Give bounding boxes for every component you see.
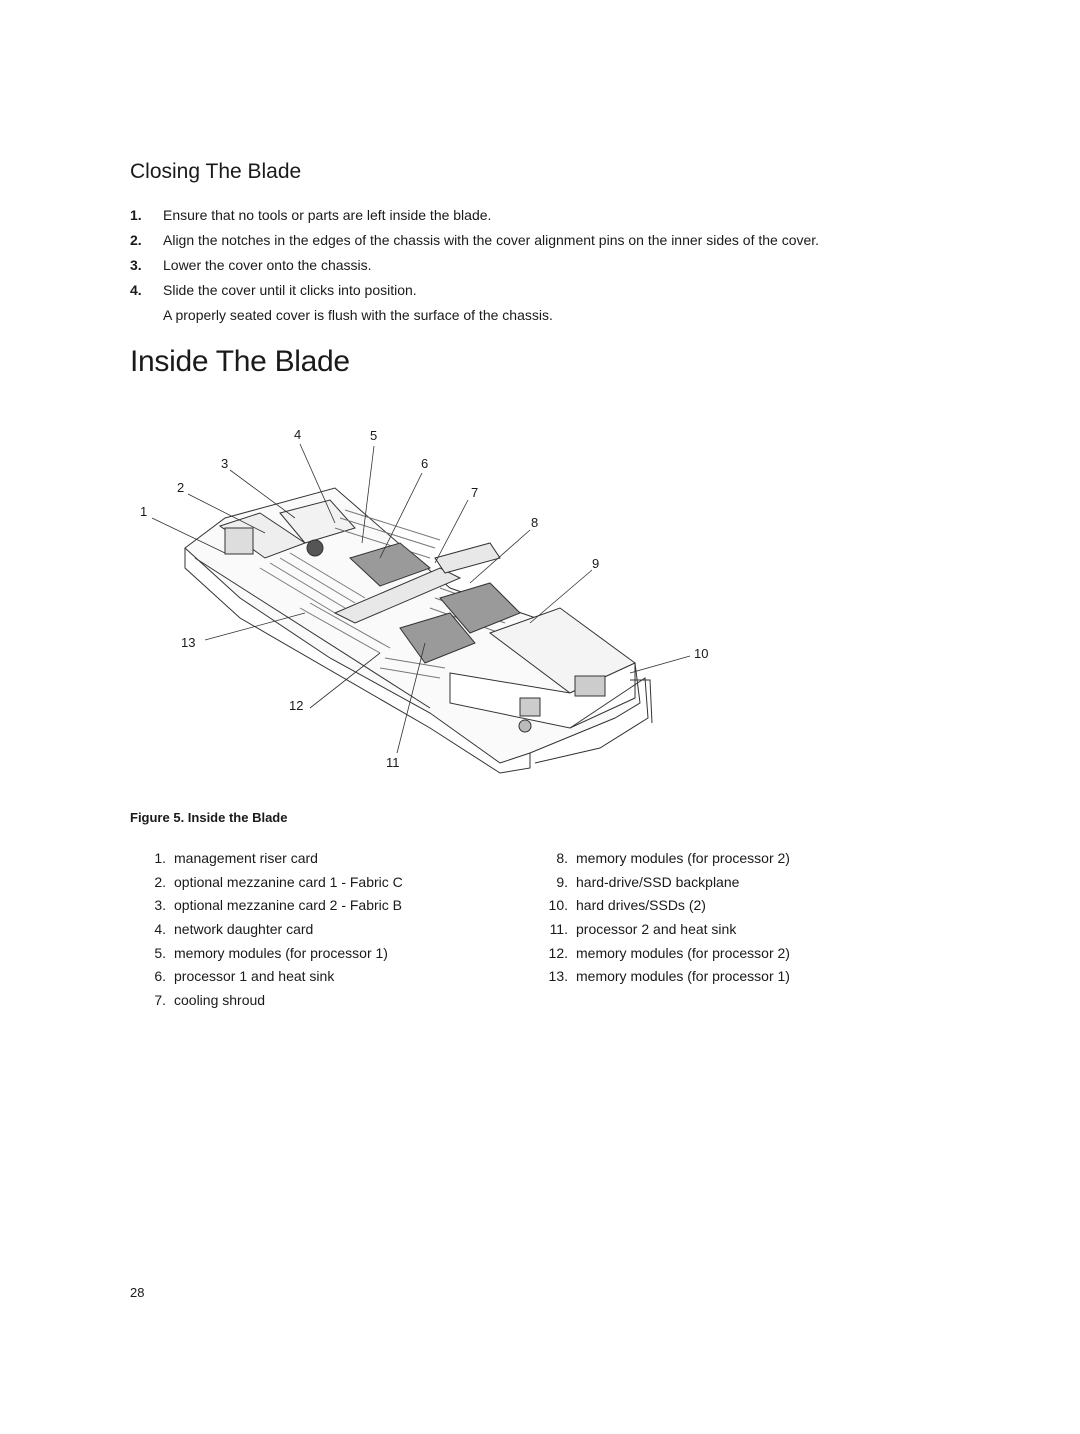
legend-number: 13. (548, 968, 568, 985)
legend-text: cooling shroud (174, 992, 266, 1009)
closing-steps-list: 1. Ensure that no tools or parts are lef… (130, 205, 1010, 330)
legend-item: 12. memory modules (for processor 2) (532, 943, 952, 967)
legend-item: 10. hard drives/SSDs (2) (532, 895, 952, 919)
callout-11: 11 (386, 755, 400, 770)
step-result-note: A properly seated cover is flush with th… (130, 305, 1010, 330)
figure-caption: Figure 5. Inside the Blade (130, 810, 288, 825)
legend-number: 8. (556, 850, 568, 866)
callout-4: 4 (294, 427, 301, 442)
step-item: 3. Lower the cover onto the chassis. (130, 255, 1010, 280)
legend-text: hard-drive/SSD backplane (576, 873, 740, 890)
legend-item: 3. optional mezzanine card 2 - Fabric B (130, 895, 550, 919)
legend-item: 2. optional mezzanine card 1 - Fabric C (130, 872, 550, 896)
blade-illustration: 1 2 3 4 5 6 7 8 9 10 11 12 13 (140, 427, 708, 774)
callout-12: 12 (289, 698, 303, 713)
legend-text: memory modules (for processor 2) (576, 944, 790, 961)
legend-number: 1. (154, 850, 166, 866)
legend-text: hard drives/SSDs (2) (576, 897, 706, 914)
legend-text: processor 2 and heat sink (576, 921, 737, 938)
callout-7: 7 (471, 485, 478, 500)
step-number: 4. (130, 282, 142, 298)
step-number: 3. (130, 257, 142, 273)
step-number: 2. (130, 232, 142, 248)
legend-item: 7. cooling shroud (130, 990, 550, 1014)
legend-number: 5. (154, 944, 166, 961)
blade-interior-figure: 1 2 3 4 5 6 7 8 9 10 11 12 13 (130, 418, 730, 788)
step-text: Align the notches in the edges of the ch… (163, 232, 820, 248)
callout-2: 2 (177, 480, 184, 495)
callout-8: 8 (531, 515, 538, 530)
legend-number: 6. (154, 968, 166, 985)
legend-item: 9. hard-drive/SSD backplane (532, 872, 952, 896)
legend-number: 9. (556, 873, 568, 890)
callout-leaders (151, 443, 691, 754)
callout-3: 3 (221, 456, 228, 471)
legend-text: memory modules (for processor 1) (576, 968, 790, 985)
legend-item: 5. memory modules (for processor 1) (130, 943, 550, 967)
figure-legend-right: 8. memory modules (for processor 2) 9. har… (532, 848, 952, 990)
legend-text: processor 1 and heat sink (174, 968, 335, 985)
step-text: Lower the cover onto the chassis. (163, 257, 372, 273)
legend-item: 8. memory modules (for processor 2) (532, 848, 952, 872)
step-text: Ensure that no tools or parts are left i… (163, 207, 492, 223)
callout-9: 9 (592, 556, 599, 571)
callout-10: 10 (694, 646, 708, 661)
legend-number: 12. (548, 944, 568, 961)
legend-number: 7. (154, 992, 166, 1009)
step-item: 1. Ensure that no tools or parts are lef… (130, 205, 1010, 230)
legend-number: 2. (154, 873, 166, 890)
legend-text: memory modules (for processor 2) (576, 850, 790, 866)
legend-text: optional mezzanine card 1 - Fabric C (174, 873, 403, 890)
legend-item: 4. network daughter card (130, 919, 550, 943)
section-title: Closing The Blade (130, 160, 302, 183)
legend-item: 6. processor 1 and heat sink (130, 966, 550, 990)
step-text: A properly seated cover is flush with th… (163, 307, 553, 323)
legend-number: 10. (548, 897, 568, 914)
legend-number: 3. (154, 897, 166, 914)
step-item: 2. Align the notches in the edges of the… (130, 230, 1010, 255)
legend-text: optional mezzanine card 2 - Fabric B (174, 897, 402, 914)
page-number: 28 (130, 1285, 145, 1300)
callout-13: 13 (181, 635, 195, 650)
legend-text: network daughter card (174, 921, 314, 938)
legend-number: 11. (549, 921, 568, 938)
callout-1: 1 (140, 504, 147, 519)
legend-number: 4. (154, 921, 166, 938)
step-number: 1. (130, 207, 142, 223)
callout-5: 5 (370, 428, 377, 443)
legend-item: 13. memory modules (for processor 1) (532, 966, 952, 990)
legend-text: memory modules (for processor 1) (174, 944, 388, 961)
callout-6: 6 (421, 456, 428, 471)
step-item: 4. Slide the cover until it clicks into … (130, 280, 1010, 305)
legend-item: 1. management riser card (130, 848, 550, 872)
step-text: Slide the cover until it clicks into pos… (163, 282, 417, 298)
chassis-drawing (184, 487, 653, 774)
legend-text: management riser card (174, 850, 318, 866)
legend-item: 11. processor 2 and heat sink (532, 919, 952, 943)
figure-legend-left: 1. management riser card 2. optional mezza… (130, 848, 550, 1014)
chapter-title: Inside The Blade (130, 345, 350, 378)
